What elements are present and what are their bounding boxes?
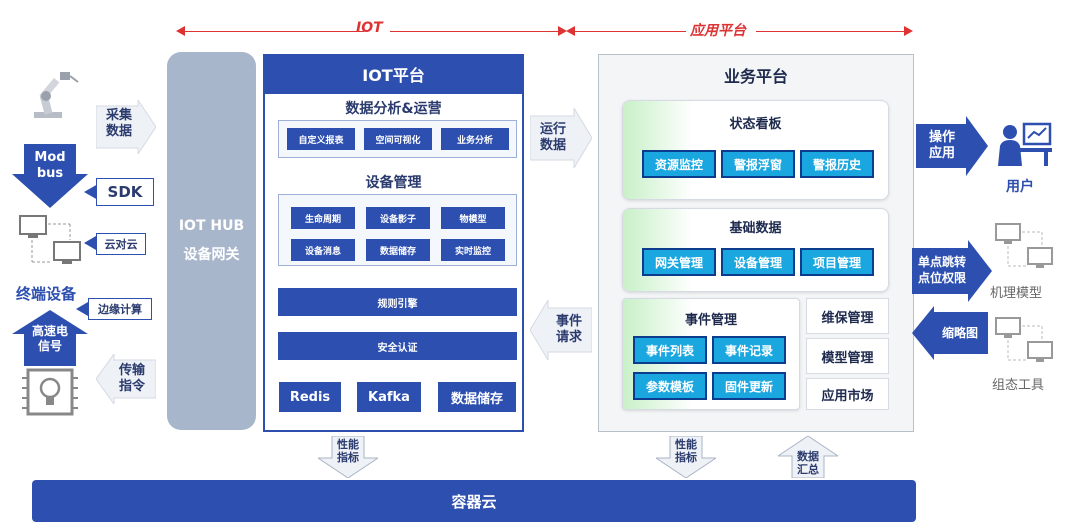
rule-engine-bar: 规则引擎	[278, 288, 517, 316]
modbus-label-1: Mod	[34, 150, 66, 165]
collect-label-2: 数据	[105, 124, 132, 139]
terminal-device-label: 终端设备	[16, 285, 77, 303]
summary-label-1: 数据	[797, 450, 819, 463]
edge-compute-box: 边缘计算	[88, 298, 152, 320]
event-request-label-2: 请求	[555, 330, 582, 345]
event-item-record: 事件记录	[712, 336, 786, 364]
device-tag-thing-model: 物模型	[441, 207, 505, 229]
thumbnail-label: 缩略图	[941, 326, 978, 340]
iot-arrow-right-line	[390, 31, 560, 32]
status-item-alert-history: 警报历史	[800, 150, 874, 178]
device-tag-message: 设备消息	[291, 239, 355, 261]
hs-signal-label-2: 信号	[37, 339, 62, 353]
sso-label-1: 单点跳转	[917, 255, 966, 269]
security-auth-bar: 安全认证	[278, 332, 517, 360]
operate-label-1: 操作	[928, 130, 955, 145]
transmit-label-1: 传输	[118, 363, 145, 378]
cloud-to-cloud-box: 云对云	[96, 233, 146, 255]
device-tag-lifecycle: 生命周期	[291, 207, 355, 229]
app-arrow-left-line	[574, 31, 686, 32]
base-item-project: 项目管理	[800, 248, 874, 276]
event-mgmt-title: 事件管理	[684, 312, 737, 328]
side-model-mgmt: 模型管理	[806, 338, 889, 374]
iot-arrow-right-head	[558, 26, 567, 36]
config-tool-icon	[995, 317, 1053, 362]
run-data-label-2: 数据	[539, 138, 566, 153]
thumbnail-arrow: 缩略图	[912, 306, 988, 360]
monitor-network-icon	[19, 215, 81, 264]
event-request-arrow: 事件 请求	[530, 300, 592, 360]
app-arrow-right-head	[904, 26, 913, 36]
sdk-box: SDK	[96, 178, 154, 206]
event-request-label-1: 事件	[555, 314, 582, 329]
perf2-label-2: 指标	[675, 451, 697, 464]
transmit-command-arrow: 传输 指令	[96, 354, 156, 404]
iot-arrow-left-head	[176, 26, 185, 36]
container-cloud-bar: 容器云	[32, 480, 916, 522]
perf2-label-1: 性能	[675, 438, 697, 451]
event-item-firmware: 固件更新	[712, 372, 786, 400]
mechanism-model-label: 机理模型	[990, 286, 1043, 301]
business-platform-title: 业务平台	[723, 67, 788, 86]
app-arrow-left-head	[566, 26, 575, 36]
modbus-arrow: Mod bus	[12, 144, 88, 208]
sso-label-2: 点位权限	[917, 271, 966, 285]
iot-platform-title: IOT平台	[263, 54, 524, 94]
event-item-list: 事件列表	[633, 336, 707, 364]
storage-data-store: 数据储存	[438, 382, 516, 412]
data-analysis-title: 数据分析&运营	[345, 101, 442, 117]
iot-hub-panel: IOT HUB 设备网关	[167, 52, 256, 430]
transmit-label-2: 指令	[118, 379, 145, 394]
perf1-label-2: 指标	[337, 451, 359, 464]
status-item-alert-popup: 警报浮窗	[721, 150, 795, 178]
modbus-label-2: bus	[36, 166, 64, 181]
iot-span-label: IOT	[356, 20, 383, 36]
chip-bulb-icon	[22, 368, 78, 416]
mechanism-model-icon	[995, 223, 1053, 268]
status-item-resource-monitor: 资源监控	[642, 150, 716, 178]
event-item-param-template: 参数模板	[633, 372, 707, 400]
summary-label-2: 汇总	[797, 463, 819, 476]
device-tag-storage: 数据储存	[366, 239, 430, 261]
config-tool-label: 组态工具	[992, 378, 1045, 393]
perf1-label-1: 性能	[337, 438, 359, 451]
sdk-arrow-head-icon	[84, 184, 98, 200]
high-speed-signal-arrow: 高速电 信号	[12, 310, 88, 366]
operate-label-2: 应用	[928, 146, 955, 161]
app-arrow-right-line	[756, 31, 906, 32]
collect-label-1: 采集	[105, 108, 132, 123]
perf-metrics-arrow-1: 性能 指标	[318, 436, 378, 478]
robot-arm-icon	[34, 72, 79, 118]
user-desk-icon	[998, 122, 1052, 166]
run-data-arrow: 运行 数据	[530, 108, 592, 168]
perf-metrics-arrow-2: 性能 指标	[656, 436, 716, 478]
sso-arrow: 单点跳转 点位权限	[912, 240, 992, 302]
base-data-title: 基础数据	[729, 220, 782, 236]
side-maintenance: 维保管理	[806, 298, 889, 334]
iot-arrow-left-line	[184, 31, 364, 32]
run-data-label-1: 运行	[539, 122, 566, 137]
base-item-gateway: 网关管理	[642, 248, 716, 276]
status-board-title: 状态看板	[729, 116, 782, 132]
device-mgmt-title: 设备管理	[365, 175, 422, 191]
analysis-tag-custom-report: 自定义报表	[287, 128, 355, 150]
iot-hub-title: IOT HUB	[178, 218, 245, 234]
iot-hub-subtitle: 设备网关	[183, 247, 240, 263]
cloud-arrow-head-icon	[84, 236, 96, 250]
analysis-tag-space-visual: 空间可视化	[364, 128, 432, 150]
analysis-tag-business: 业务分析	[441, 128, 509, 150]
base-item-device: 设备管理	[721, 248, 795, 276]
device-tag-shadow: 设备影子	[366, 207, 430, 229]
user-label: 用户	[1006, 179, 1034, 195]
app-span-label: 应用平台	[690, 23, 746, 39]
device-tag-monitor: 实时监控	[441, 239, 505, 261]
data-summary-arrow: 数据 汇总	[778, 436, 838, 478]
hs-signal-label-1: 高速电	[31, 324, 68, 338]
operate-app-arrow: 操作 应用	[916, 116, 988, 176]
collect-data-arrow: 采集 数据	[96, 100, 156, 154]
side-app-market: 应用市场	[806, 378, 889, 410]
edge-arrow-head-icon	[76, 302, 88, 316]
storage-redis: Redis	[279, 382, 341, 412]
storage-kafka: Kafka	[357, 382, 421, 412]
